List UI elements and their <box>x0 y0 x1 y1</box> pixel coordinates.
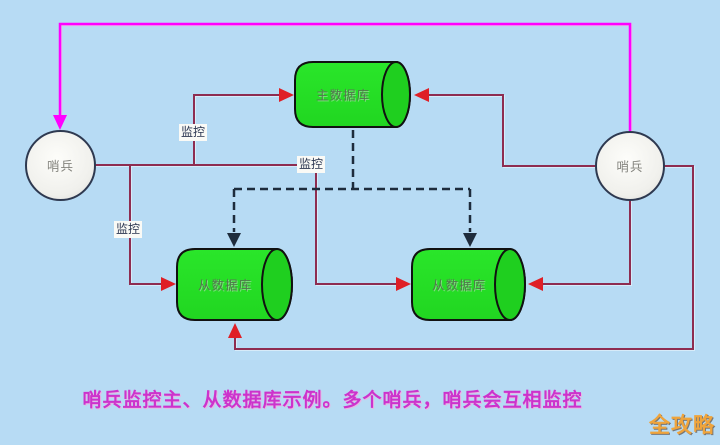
arrowhead-into-slave-right-leftside <box>396 277 411 291</box>
edge-sentinel-right-to-slave-right <box>543 200 631 285</box>
arrowhead-into-sentinel-left-top <box>53 115 67 130</box>
slave-db-left-cylinder-cap <box>261 248 293 321</box>
edge-sentinel-left-to-master <box>193 94 280 165</box>
sentinel-left-circle <box>25 130 96 201</box>
monitor-label-lower: 监控 <box>114 221 143 238</box>
monitor-label-upper: 监控 <box>179 124 208 141</box>
edge-sentinel-left-to-slave-left <box>129 165 162 285</box>
slave-db-left-label: 从数据库 <box>198 278 252 293</box>
edge-sentinel-mutual-monitor <box>58 22 632 133</box>
slave-db-right-label: 从数据库 <box>432 278 486 293</box>
master-db-node: 主数据库 <box>294 61 411 128</box>
arrowhead-into-master-left <box>279 88 294 102</box>
arrowhead-into-slave-left-side <box>161 277 176 291</box>
edge-sentinel-left-to-slave-right <box>95 164 397 285</box>
diagram-caption: 哨兵监控主、从数据库示例。多个哨兵，哨兵会互相监控 <box>82 389 583 411</box>
sentinel-right-node: 哨兵 <box>595 131 665 201</box>
watermark: 全攻略 <box>649 413 715 437</box>
sentinel-right-label: 哨兵 <box>616 159 643 174</box>
arrowhead-replication-slave-right <box>463 233 477 247</box>
master-db-cylinder-cap <box>381 61 411 128</box>
sentinel-left-node: 哨兵 <box>25 130 96 201</box>
master-db-label: 主数据库 <box>316 88 370 103</box>
slave-db-left-node: 从数据库 <box>176 248 293 321</box>
edge-sentinel-right-to-slave-left <box>234 165 694 350</box>
sentinel-left-label: 哨兵 <box>47 159 74 174</box>
arrowhead-into-slave-right-rightside <box>528 277 543 291</box>
monitor-label-middle: 监控 <box>297 156 326 173</box>
arrowhead-replication-slave-left <box>227 233 241 247</box>
arrowhead-into-slave-left-bottom <box>228 323 242 338</box>
arrowhead-into-master-right <box>414 88 429 102</box>
edge-sentinel-right-to-master <box>428 94 597 167</box>
sentinel-right-circle <box>595 131 665 201</box>
slave-db-right-cylinder-cap <box>494 248 526 321</box>
slave-db-right-node: 从数据库 <box>411 248 526 321</box>
